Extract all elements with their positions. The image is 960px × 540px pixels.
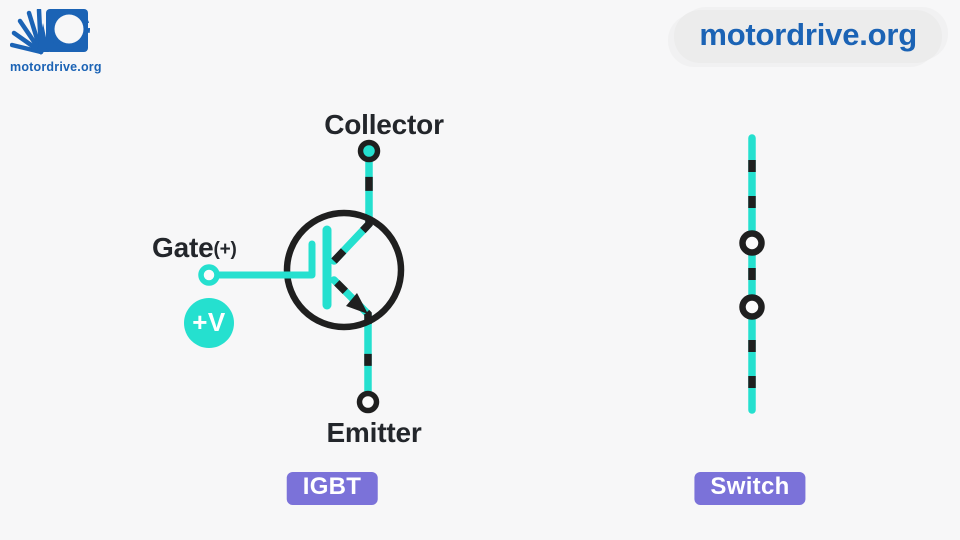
site-logo: motordrive.org — [9, 7, 102, 74]
igbt-body-circle — [283, 209, 405, 331]
switch-badge: Switch — [694, 472, 806, 505]
gate-label-text: Gate — [152, 232, 214, 263]
emitter-wire — [330, 276, 372, 396]
switch-symbol — [739, 134, 765, 414]
gate-label: Gate(+) — [152, 232, 237, 264]
switch-terminal-top — [739, 230, 765, 256]
gate-voltage-label: +V — [192, 306, 226, 337]
emitter-arrow-icon — [346, 293, 368, 314]
site-logo-text: motordrive.org — [10, 60, 102, 74]
collector-terminal — [357, 139, 381, 163]
gate-voltage-circle — [184, 298, 234, 348]
gate-wire — [215, 240, 316, 279]
site-name-badge: motordrive.org — [674, 10, 942, 63]
collector-wire — [330, 150, 373, 265]
gate-terminal — [198, 264, 220, 286]
switch-terminal-bottom — [739, 294, 765, 320]
emitter-terminal — [356, 390, 380, 414]
site-logo-icon — [9, 7, 90, 55]
collector-label: Collector — [324, 109, 444, 140]
igbt-badge: IGBT — [286, 472, 378, 505]
emitter-label: Emitter — [326, 417, 422, 448]
site-name-text: motordrive.org — [699, 17, 917, 52]
gate-polarity-text: (+) — [213, 239, 237, 260]
igbt-symbol — [184, 139, 405, 414]
